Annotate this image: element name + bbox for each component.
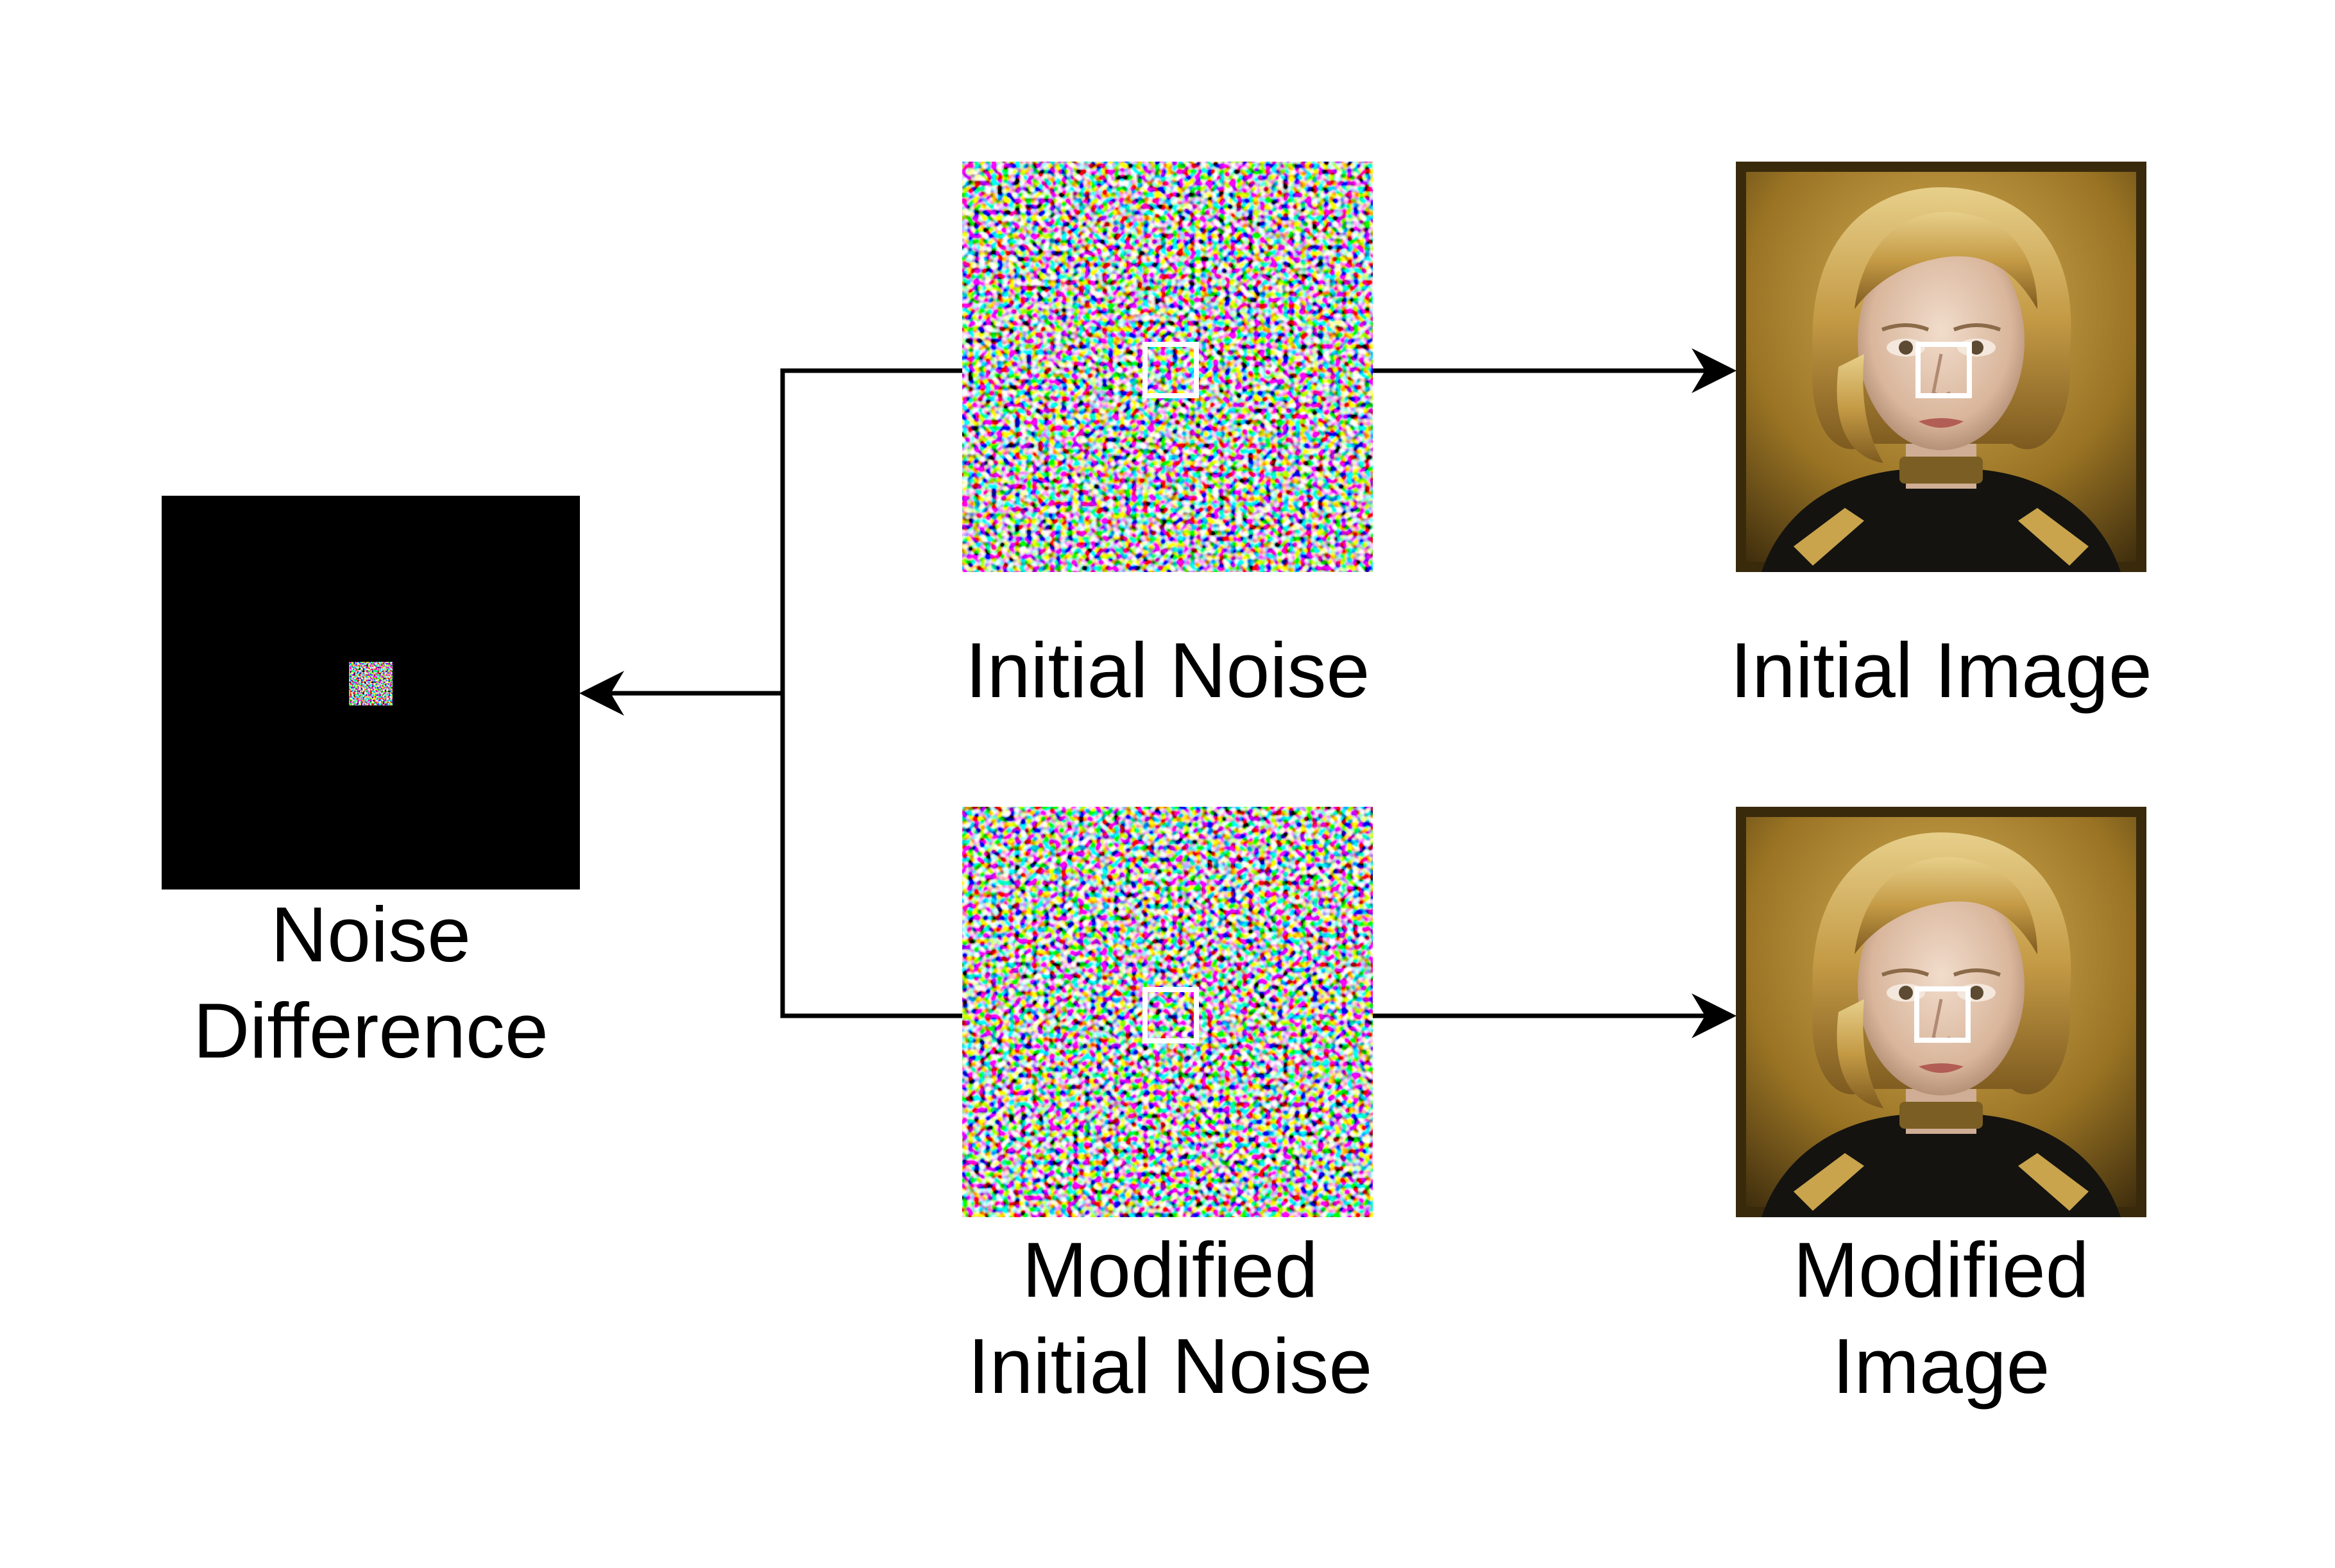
initial-noise-highlight-box <box>1142 342 1199 398</box>
arrows <box>579 348 1736 1038</box>
initial-image-label: Initial Image <box>1685 622 2198 718</box>
initial-image <box>1736 162 2146 572</box>
noise-difference-label-line1: Noise <box>271 891 471 978</box>
initial-noise-image <box>962 162 1373 572</box>
modified-image-label-line1: Modified <box>1793 1226 2089 1313</box>
modified-image-label: Modified Image <box>1685 1222 2198 1414</box>
modified-noise-label: Modified Initial Noise <box>913 1222 1427 1414</box>
modified-noise-label-line1: Modified <box>1022 1226 1318 1313</box>
modified-noise-highlight-box <box>1142 987 1199 1043</box>
modified-noise-label-line2: Initial Noise <box>967 1322 1373 1410</box>
initial-noise-label: Initial Noise <box>911 622 1424 718</box>
modified-noise-image <box>962 807 1373 1217</box>
noise-difference-label-line2: Difference <box>193 987 548 1074</box>
modified-image-label-line2: Image <box>1832 1322 2050 1410</box>
modified-image <box>1736 807 2146 1217</box>
noise-difference-label: Noise Difference <box>114 886 627 1079</box>
initial-noise-label-text: Initial Noise <box>965 627 1370 714</box>
initial-image-highlight-box <box>1915 342 1972 398</box>
noise-difference-image <box>162 496 580 889</box>
modified-image-highlight-box <box>1914 986 1971 1043</box>
initial-image-label-text: Initial Image <box>1730 627 2152 714</box>
